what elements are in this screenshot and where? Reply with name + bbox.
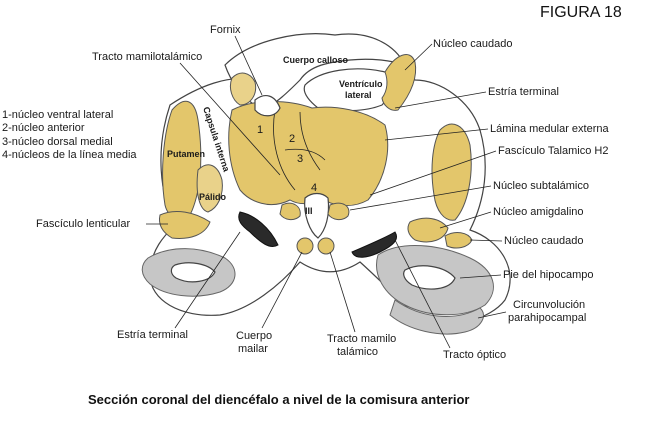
legend-item-1: 1-núcleo ventral lateral [2, 109, 113, 121]
legend-item-4: 4-núcleos de la línea media [2, 149, 137, 161]
thalamus-number-2: 2 [289, 133, 295, 145]
lateral-ventricle-shape [303, 68, 392, 112]
caudate-nucleus-top-shape [381, 54, 417, 111]
leader-estria-terminal-right [394, 91, 487, 109]
label-pie-hipocampo: Pie del hipocampo [503, 269, 594, 281]
mammillary-body-right [317, 237, 335, 255]
thalamus-number-1: 1 [257, 124, 263, 136]
thalamus-number-4: 4 [311, 182, 317, 194]
label-lamina-medular: Lámina medular externa [490, 123, 610, 135]
thalamus-number-3: 3 [297, 153, 303, 165]
leader-tracto-optico [394, 239, 451, 349]
label-estria-terminal-bottom: Estría terminal [117, 329, 188, 341]
label-fornix: Fornix [210, 24, 241, 36]
label-tracto-mamilo-bottom-2: talámico [337, 346, 378, 358]
leader-circunvolucion [477, 311, 507, 319]
numbered-legend: 1-núcleo ventral lateral 2-núcleo anteri… [2, 109, 137, 161]
leader-cuerpo-mailar [261, 251, 303, 329]
label-cuerpo-mailar-2: mailar [238, 343, 268, 355]
label-fasciculo-lenticular: Fascículo lenticular [36, 218, 130, 230]
label-estria-terminal-right: Estría terminal [488, 86, 559, 98]
label-tracto-mamilo-bottom-1: Tracto mamilo [327, 333, 396, 345]
label-nucleo-caudado-bottom: Núcleo caudado [504, 235, 584, 247]
brain-section-illustration [141, 33, 511, 335]
right-lentiform-shape [431, 123, 472, 221]
hippocampus-left-core [170, 262, 216, 283]
parahippocampal-shape [389, 299, 484, 335]
leader-nucleo-subtalamico [349, 185, 492, 211]
amygdala-shape [407, 217, 449, 243]
caudate-nucleus-left-shape [229, 72, 257, 106]
leader-lamina-medular [384, 128, 489, 141]
label-nucleo-amigdalino: Núcleo amigdalino [493, 206, 584, 218]
dark-tract-left [238, 211, 279, 247]
label-palido: Pálido [199, 192, 227, 202]
callout-labels: Fornix Tracto mamilotalámico Núcleo caud… [36, 24, 610, 361]
leader-tracto-mamilotalamico-top [179, 62, 281, 176]
legend-item-3: 3-núcleo dorsal medial [2, 136, 113, 148]
figure-caption: Sección coronal del diencéfalo a nivel d… [88, 392, 469, 407]
mammillary-body-left [296, 237, 314, 255]
label-tracto-mamilotalamico-top: Tracto mamilotalámico [92, 51, 202, 63]
leader-tracto-mamilo-bottom [329, 251, 356, 333]
label-nucleo-caudado-top: Núcleo caudado [433, 38, 513, 50]
third-ventricle-shape [304, 192, 330, 239]
lenticular-region-shape [159, 211, 211, 239]
subthalamic-left-shape [279, 202, 301, 221]
hippocampus-right-core [403, 265, 456, 290]
label-ventriculo-1: Ventrículo [339, 79, 383, 89]
leader-fornix [234, 35, 263, 96]
label-tracto-optico: Tracto óptico [443, 349, 506, 361]
label-ventriculo-2: lateral [345, 90, 372, 100]
subthalamic-right-shape [327, 202, 350, 221]
thalamus-shape [228, 101, 389, 207]
label-cuerpo-mailar-1: Cuerpo [236, 330, 272, 342]
leader-estria-terminal-bottom [174, 231, 241, 329]
leader-nucleo-caudado-top [404, 43, 433, 71]
thalamus-divisions [273, 109, 326, 191]
figure-label: FIGURA 18 [540, 4, 622, 21]
label-cuerpo-calloso: Cuerpo calloso [283, 55, 349, 65]
label-putamen: Putamen [167, 149, 205, 159]
leader-fasciculo-talamico [369, 150, 497, 196]
label-nucleo-subtalamico: Núcleo subtalámico [493, 180, 589, 192]
legend-item-2: 2-núcleo anterior [2, 122, 85, 134]
label-fasciculo-talamico: Fascículo Talamico H2 [498, 145, 608, 157]
leader-pie-hipocampo [459, 274, 502, 279]
palido-shape [196, 164, 223, 213]
fornix-shape [254, 94, 281, 117]
leader-nucleo-caudado-bottom [469, 239, 503, 242]
label-circunvolucion-2: parahipocampal [508, 312, 586, 324]
leader-nucleo-amigdalino [439, 211, 492, 229]
label-circunvolucion-1: Circunvolución [513, 299, 585, 311]
dark-tract-right [351, 231, 397, 258]
label-tercer-ventriculo: III [305, 206, 313, 216]
